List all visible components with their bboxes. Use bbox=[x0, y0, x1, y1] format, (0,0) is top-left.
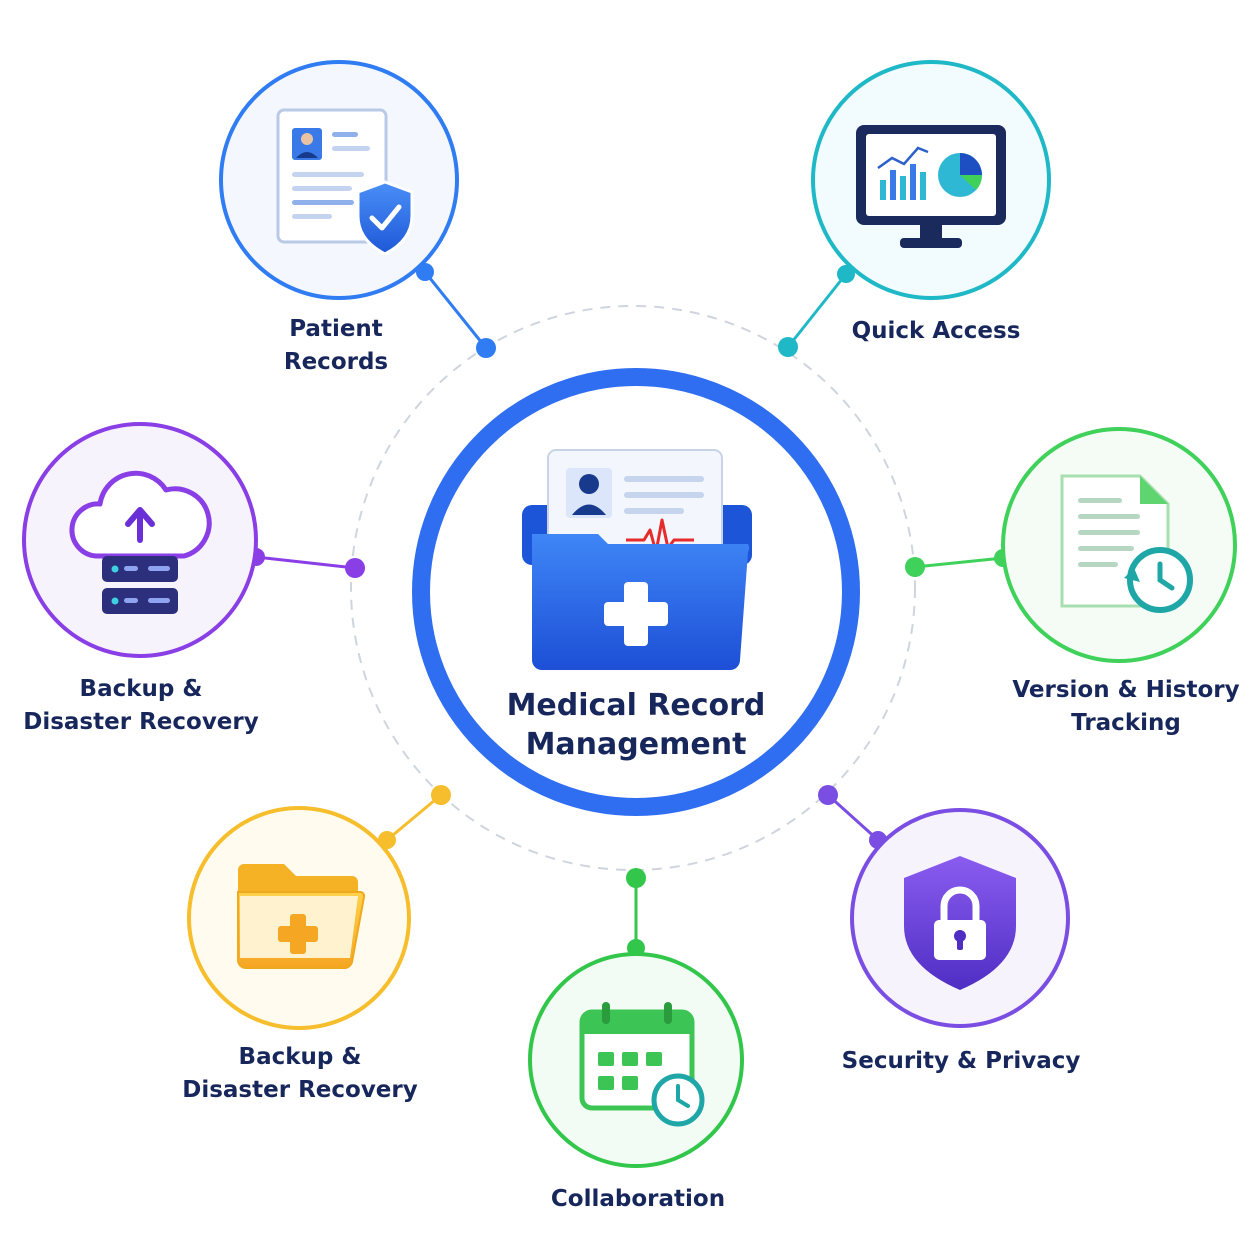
calendar-clock-icon bbox=[579, 1002, 705, 1127]
label-quick-access: Quick Access bbox=[851, 318, 1021, 344]
center-title: Medical Record Management bbox=[506, 688, 766, 762]
cloud-server-icon bbox=[69, 470, 212, 614]
connector-collaboration bbox=[626, 868, 646, 957]
label-backup-cloud: Backup & Disaster Recovery bbox=[23, 676, 259, 735]
document-history-icon bbox=[1060, 474, 1193, 613]
connector-version-history bbox=[905, 549, 1012, 577]
feature-backup-folder[interactable] bbox=[187, 806, 411, 1030]
feature-backup-cloud[interactable] bbox=[22, 422, 258, 658]
label-patient-records: Patient Records bbox=[283, 316, 389, 375]
label-version-history: Version & History Tracking bbox=[1012, 677, 1240, 736]
label-collaboration: Collaboration bbox=[550, 1186, 726, 1212]
medical-folder-icon bbox=[237, 864, 366, 969]
label-backup-folder: Backup & Disaster Recovery bbox=[182, 1044, 418, 1103]
feature-collaboration[interactable] bbox=[528, 952, 744, 1168]
feature-patient-records[interactable] bbox=[219, 60, 459, 300]
feature-version-history[interactable] bbox=[1001, 427, 1237, 663]
feature-quick-access[interactable] bbox=[811, 60, 1051, 300]
monitor-chart-icon bbox=[856, 125, 1006, 248]
feature-security-privacy[interactable] bbox=[850, 808, 1070, 1028]
connector-quick-access bbox=[778, 265, 855, 357]
orbit-ring bbox=[350, 305, 916, 871]
connector-backup-folder bbox=[378, 785, 451, 849]
shield-lock-icon bbox=[904, 856, 1016, 990]
record-shield-icon bbox=[276, 108, 414, 256]
connector-security-privacy bbox=[818, 785, 887, 849]
medical-folder-record-icon bbox=[522, 449, 752, 670]
connector-backup-cloud bbox=[247, 548, 365, 578]
label-security-privacy: Security & Privacy bbox=[841, 1048, 1081, 1074]
center-hub bbox=[412, 368, 860, 816]
